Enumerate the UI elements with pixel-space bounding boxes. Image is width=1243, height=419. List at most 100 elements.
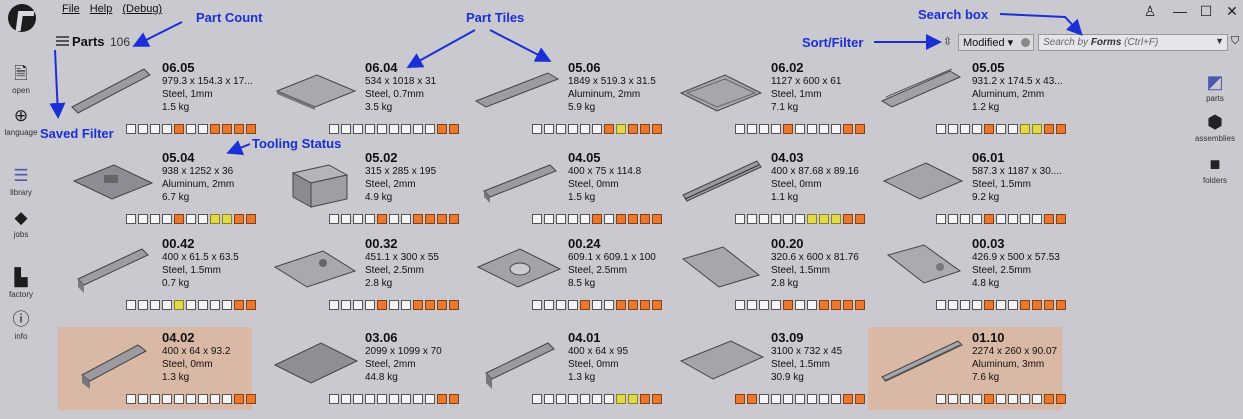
tool-status-icon[interactable] <box>568 394 578 404</box>
tool-status-icon[interactable] <box>771 124 781 134</box>
tool-status-icon[interactable] <box>162 300 172 310</box>
tool-status-icon[interactable] <box>855 394 865 404</box>
tool-status-icon[interactable] <box>628 300 638 310</box>
tool-status-icon[interactable] <box>138 214 148 224</box>
tool-status-icon[interactable] <box>174 300 184 310</box>
tool-status-icon[interactable] <box>329 214 339 224</box>
tool-status-icon[interactable] <box>783 214 793 224</box>
tool-status-icon[interactable] <box>580 300 590 310</box>
tool-status-icon[interactable] <box>556 300 566 310</box>
tool-status-icon[interactable] <box>747 214 757 224</box>
tool-status-icon[interactable] <box>1020 394 1030 404</box>
tool-status-icon[interactable] <box>795 300 805 310</box>
tooling-status[interactable] <box>735 300 865 310</box>
tool-status-icon[interactable] <box>783 300 793 310</box>
tool-status-icon[interactable] <box>592 394 602 404</box>
tool-status-icon[interactable] <box>210 300 220 310</box>
tool-status-icon[interactable] <box>1008 124 1018 134</box>
tool-status-icon[interactable] <box>616 214 626 224</box>
tooling-status[interactable] <box>532 300 662 310</box>
tooling-status[interactable] <box>329 214 459 224</box>
tool-status-icon[interactable] <box>580 394 590 404</box>
tool-status-icon[interactable] <box>972 214 982 224</box>
minimize-icon[interactable]: — <box>1173 3 1187 19</box>
tool-status-icon[interactable] <box>425 300 435 310</box>
tool-status-icon[interactable] <box>210 214 220 224</box>
tool-status-icon[interactable] <box>592 300 602 310</box>
tool-status-icon[interactable] <box>616 300 626 310</box>
tool-status-icon[interactable] <box>413 124 423 134</box>
tool-status-icon[interactable] <box>222 300 232 310</box>
tool-status-icon[interactable] <box>759 300 769 310</box>
saved-filter-menu-icon[interactable] <box>56 36 69 46</box>
tool-status-icon[interactable] <box>329 300 339 310</box>
tool-status-icon[interactable] <box>1032 394 1042 404</box>
tooling-status[interactable] <box>329 300 459 310</box>
tool-status-icon[interactable] <box>568 300 578 310</box>
tool-status-icon[interactable] <box>401 300 411 310</box>
tool-status-icon[interactable] <box>831 300 841 310</box>
tooling-status[interactable] <box>936 214 1066 224</box>
tooling-status[interactable] <box>329 124 459 134</box>
nav-library[interactable]: ☰ library <box>0 166 42 197</box>
tool-status-icon[interactable] <box>126 394 136 404</box>
tool-status-icon[interactable] <box>150 300 160 310</box>
tool-status-icon[interactable] <box>759 394 769 404</box>
tool-status-icon[interactable] <box>831 124 841 134</box>
tool-status-icon[interactable] <box>210 124 220 134</box>
tool-status-icon[interactable] <box>960 300 970 310</box>
tooling-status[interactable] <box>735 214 865 224</box>
tool-status-icon[interactable] <box>984 394 994 404</box>
nav-language[interactable]: ⊕ language <box>0 106 42 137</box>
tool-status-icon[interactable] <box>984 124 994 134</box>
tool-status-icon[interactable] <box>186 124 196 134</box>
tool-status-icon[interactable] <box>437 214 447 224</box>
tool-status-icon[interactable] <box>592 214 602 224</box>
app-logo-icon[interactable] <box>8 4 36 32</box>
tool-status-icon[interactable] <box>425 214 435 224</box>
menu-help[interactable]: Help <box>89 3 113 15</box>
tool-status-icon[interactable] <box>735 214 745 224</box>
tool-status-icon[interactable] <box>1020 214 1030 224</box>
tool-status-icon[interactable] <box>1044 300 1054 310</box>
tool-status-icon[interactable] <box>843 300 853 310</box>
chevron-down-icon[interactable]: ▼ <box>1215 36 1224 46</box>
tool-status-icon[interactable] <box>747 300 757 310</box>
tool-status-icon[interactable] <box>246 394 256 404</box>
tool-status-icon[interactable] <box>819 124 829 134</box>
nav-folders[interactable]: ■ folders <box>1187 154 1243 185</box>
tool-status-icon[interactable] <box>580 214 590 224</box>
nav-jobs[interactable]: ◆ jobs <box>0 208 42 239</box>
tool-status-icon[interactable] <box>1056 394 1066 404</box>
tool-status-icon[interactable] <box>604 394 614 404</box>
nav-info[interactable]: ⓘ info <box>0 310 42 341</box>
tool-status-icon[interactable] <box>652 214 662 224</box>
nav-factory[interactable]: ▙ factory <box>0 268 42 299</box>
tool-status-icon[interactable] <box>377 300 387 310</box>
tool-status-icon[interactable] <box>449 124 459 134</box>
tool-status-icon[interactable] <box>222 124 232 134</box>
tool-status-icon[interactable] <box>234 124 244 134</box>
tool-status-icon[interactable] <box>437 124 447 134</box>
tool-status-icon[interactable] <box>389 124 399 134</box>
tool-status-icon[interactable] <box>1032 300 1042 310</box>
tool-status-icon[interactable] <box>1044 124 1054 134</box>
tool-status-icon[interactable] <box>604 214 614 224</box>
tool-status-icon[interactable] <box>353 124 363 134</box>
tooling-status[interactable] <box>936 300 1066 310</box>
tool-status-icon[interactable] <box>186 300 196 310</box>
tool-status-icon[interactable] <box>855 124 865 134</box>
tool-status-icon[interactable] <box>198 214 208 224</box>
tool-status-icon[interactable] <box>329 394 339 404</box>
tool-status-icon[interactable] <box>162 214 172 224</box>
tool-status-icon[interactable] <box>377 394 387 404</box>
clear-sort-icon[interactable] <box>1021 38 1030 47</box>
tool-status-icon[interactable] <box>996 300 1006 310</box>
tool-status-icon[interactable] <box>401 124 411 134</box>
tool-status-icon[interactable] <box>544 394 554 404</box>
tool-status-icon[interactable] <box>1032 214 1042 224</box>
